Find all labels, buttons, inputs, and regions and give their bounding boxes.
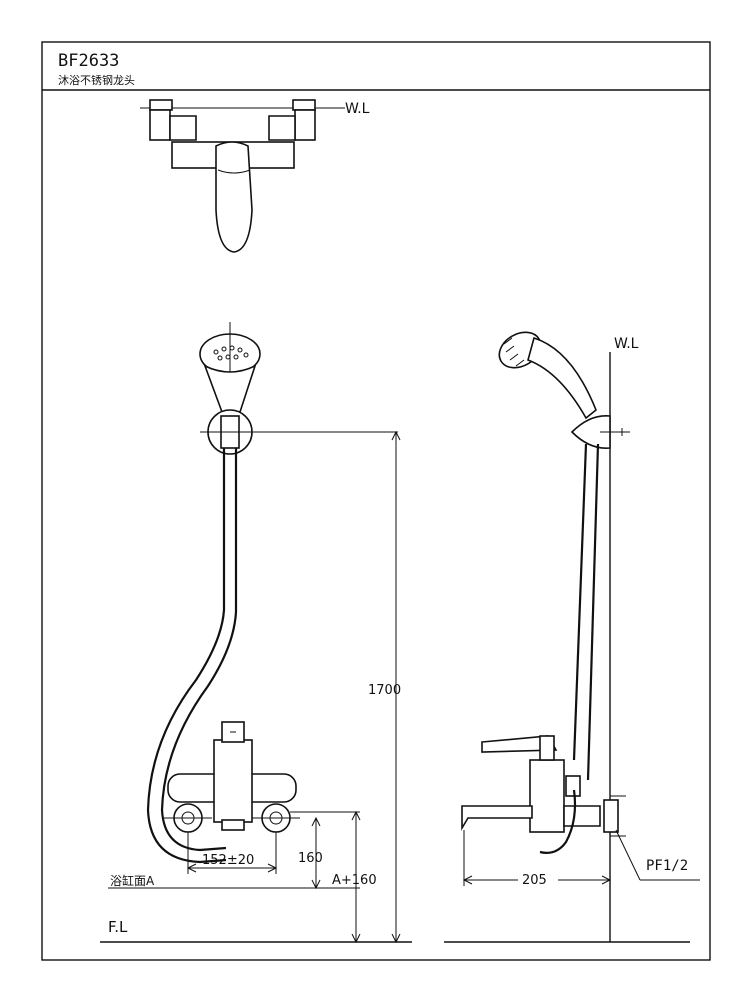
bath-surface-label: 浴缸面A (110, 873, 155, 888)
top-view: W.L (140, 99, 370, 253)
product-name: 沐浴不锈钢龙头 (58, 74, 135, 87)
shower-hose (146, 448, 227, 864)
model-number: BF2633 (58, 51, 119, 71)
front-view (146, 322, 398, 864)
front-dimensions: 1700 152±20 160 A+160 浴缸面A F.L (100, 430, 412, 944)
top-view-wl-label: W.L (345, 101, 370, 117)
dim-mount-height: A+160 (332, 873, 377, 888)
pipe-thread-label: PF1/2 (646, 858, 688, 874)
dim-inlet-height: 160 (298, 851, 323, 866)
dim-spout-reach: 205 (522, 873, 547, 888)
side-dimensions: 205 (444, 830, 690, 943)
side-view-wl-label: W.L (614, 336, 639, 352)
dim-total-height: 1700 (368, 683, 401, 698)
drawing-frame (41, 41, 711, 961)
dim-inlet-spacing: 152±20 (202, 853, 254, 868)
floor-level-label: F.L (108, 918, 128, 936)
side-view: W.L PF1/2 (461, 331, 700, 942)
